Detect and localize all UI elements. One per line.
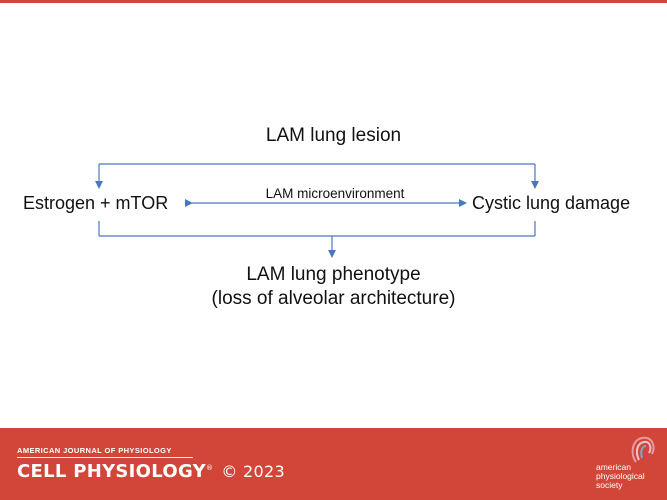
- society-line-2: physiological: [596, 471, 645, 481]
- node-lam-lung-lesion: LAM lung lesion: [265, 125, 402, 146]
- phenotype-line-2: (loss of alveolar architecture): [211, 288, 456, 309]
- society-name: american physiological society: [596, 463, 645, 490]
- copyright-text: © 2023: [221, 462, 285, 481]
- journal-title: CELL PHYSIOLOGY® © 2023: [17, 461, 285, 482]
- journal-footer: AMERICAN JOURNAL OF PHYSIOLOGY CELL PHYS…: [0, 428, 667, 500]
- flow-diagram: LAM lung lesion Estrogen + mTOR LAM micr…: [0, 125, 667, 311]
- journal-title-text: CELL PHYSIOLOGY: [17, 461, 207, 482]
- society-line-1: american: [596, 462, 631, 472]
- phenotype-line-1: LAM lung phenotype: [246, 264, 421, 285]
- node-cystic-lung-damage: Cystic lung damage: [472, 193, 631, 213]
- journal-series-name: AMERICAN JOURNAL OF PHYSIOLOGY: [17, 446, 172, 455]
- node-lam-lung-phenotype: LAM lung phenotype (loss of alveolar arc…: [0, 263, 667, 311]
- registered-mark: ®: [206, 464, 214, 472]
- society-line-3: society: [596, 480, 623, 490]
- diagram-connectors: [95, 163, 539, 258]
- top-accent-rule: [0, 0, 667, 3]
- connector-label: LAM microenvironment: [265, 186, 405, 201]
- node-estrogen-mtor: Estrogen + mTOR: [23, 193, 169, 213]
- journal-divider: [17, 457, 193, 458]
- aps-logo-icon: [631, 436, 655, 463]
